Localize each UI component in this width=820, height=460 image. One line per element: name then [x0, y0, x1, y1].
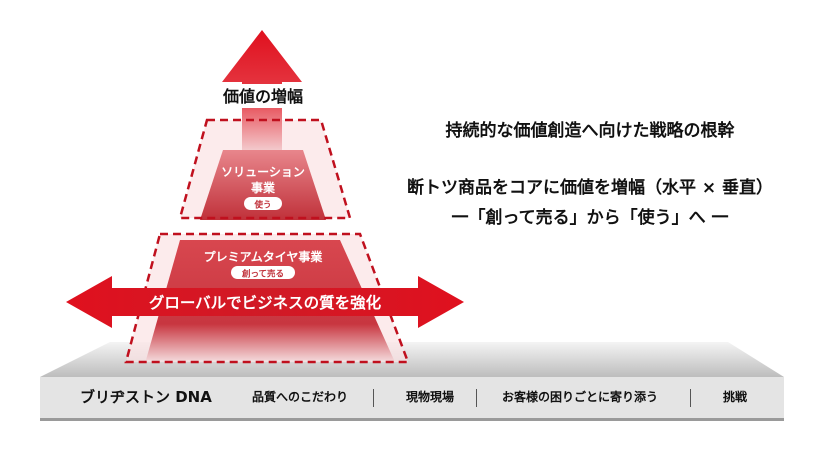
premium-tier-badge — [231, 266, 295, 279]
horizontal-arrow-label: グローバルでビジネスの質を強化 — [149, 293, 382, 312]
dna-item-challenge: 挑戦 — [722, 390, 747, 404]
solution-tier-dashed-outline — [178, 118, 352, 220]
dna-item-customer: お客様の困りごとに寄り添う — [501, 390, 658, 404]
up-arrow-label-bg — [216, 84, 310, 108]
strategy-line-1: 断トツ商品をコアに価値を増幅（水平 × 垂直） — [406, 178, 774, 198]
dna-separator — [476, 389, 477, 407]
strategy-heading: 持続的な価値創造へ向けた戦略の根幹 — [445, 121, 735, 141]
premium-tier-badge-label: 創って売る — [241, 269, 284, 280]
solution-business-tier — [200, 150, 326, 220]
dna-separator — [373, 389, 374, 407]
strategy-line-2: 一「創って売る」から「使う」へ 一 — [451, 208, 729, 228]
solution-tier-badge-label: 使う — [253, 200, 271, 211]
dna-separator — [690, 389, 691, 407]
dna-bar: ブリヂストン DNA 品質へのこだわり 現物現場 お客様の困りごとに寄り添う 挑… — [40, 377, 784, 421]
solution-tier-title-line1: ソリューション — [221, 165, 305, 179]
premium-tier-title: プレミアムタイヤ事業 — [204, 249, 324, 264]
global-quality-horizontal-arrow — [66, 276, 464, 328]
solution-tier-badge — [244, 197, 282, 210]
solution-tier-title-line2: 事業 — [251, 180, 276, 195]
dna-item-quality: 品質へのこだわり — [251, 390, 348, 404]
premium-tier-dashed-outline — [124, 232, 410, 364]
up-arrow-label: 価値の増幅 — [222, 87, 303, 106]
dna-title: ブリヂストン DNA — [80, 388, 212, 406]
dna-item-genba: 現物現場 — [405, 390, 454, 404]
